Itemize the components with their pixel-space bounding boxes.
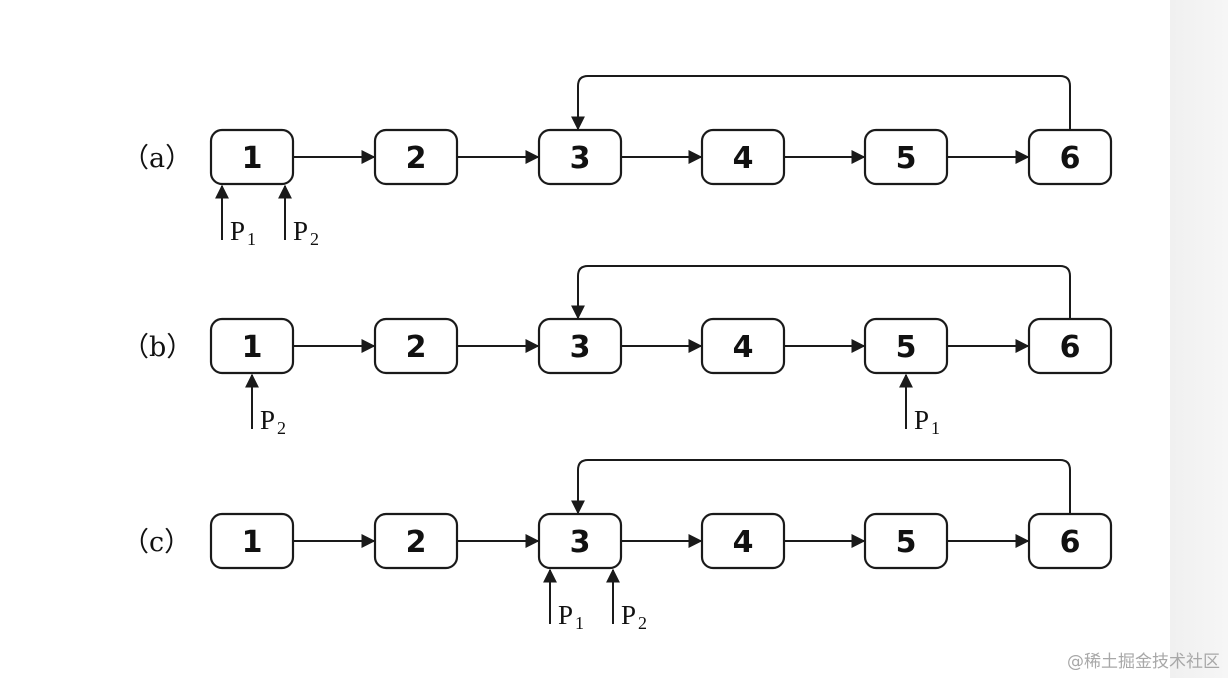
pointer-subscript: 2 [638, 613, 647, 633]
node-box [1027, 317, 1113, 375]
list-node: 2 [373, 512, 459, 570]
cycle-back-edge [571, 459, 1071, 515]
list-node: 4 [700, 317, 786, 375]
node-label: 4 [733, 330, 754, 365]
node-label: 4 [733, 141, 754, 176]
node-box [373, 512, 459, 570]
node-box [537, 512, 623, 570]
node-box [537, 128, 623, 186]
node-label: 5 [896, 141, 917, 176]
node-box [863, 317, 949, 375]
pointer-label: P [558, 600, 573, 630]
node-label: 5 [896, 330, 917, 365]
node-label: 4 [733, 525, 754, 560]
node-box [209, 128, 295, 186]
right-edge-strip [1170, 0, 1228, 678]
list-node: 1 [209, 317, 295, 375]
cycle-back-edge [571, 265, 1071, 320]
node-box [700, 128, 786, 186]
node-label: 1 [242, 525, 263, 560]
pointer-label: P [914, 405, 929, 435]
node-box [863, 128, 949, 186]
list-node: 2 [373, 317, 459, 375]
node-label: 1 [242, 141, 263, 176]
node-box [863, 512, 949, 570]
pointer-subscript: 1 [575, 613, 584, 633]
node-box [373, 317, 459, 375]
cycle-back-edge [571, 75, 1071, 131]
list-node: 5 [863, 317, 949, 375]
pointer-subscript: 2 [310, 229, 319, 249]
list-node: 6 [1027, 317, 1113, 375]
node-box [1027, 128, 1113, 186]
node-label: 1 [242, 330, 263, 365]
node-box [700, 317, 786, 375]
list-node: 6 [1027, 128, 1113, 186]
row-label: （c） [122, 527, 191, 558]
node-label: 3 [570, 141, 591, 176]
node-box [1027, 512, 1113, 570]
node-box [373, 128, 459, 186]
node-box [209, 512, 295, 570]
node-box [700, 512, 786, 570]
node-label: 6 [1060, 525, 1081, 560]
pointer-label: P [230, 216, 245, 246]
list-node: 6 [1027, 512, 1113, 570]
node-box [537, 317, 623, 375]
node-label: 2 [406, 330, 427, 365]
pointer-subscript: 1 [931, 418, 940, 438]
node-label: 2 [406, 525, 427, 560]
node-label: 6 [1060, 330, 1081, 365]
pointer-subscript: 1 [247, 229, 256, 249]
list-node: 4 [700, 512, 786, 570]
list-node: 3 [537, 512, 623, 570]
list-node: 4 [700, 128, 786, 186]
pointer-label: P [621, 600, 636, 630]
pointer-subscript: 2 [277, 418, 286, 438]
node-box [209, 317, 295, 375]
node-label: 2 [406, 141, 427, 176]
node-label: 3 [570, 330, 591, 365]
node-label: 6 [1060, 141, 1081, 176]
list-node: 1 [209, 512, 295, 570]
row-label: （a） [122, 143, 192, 174]
list-node: 1 [209, 128, 295, 186]
pointer-label: P [293, 216, 308, 246]
list-node: 5 [863, 512, 949, 570]
node-label: 5 [896, 525, 917, 560]
row-label: （b） [122, 332, 193, 363]
list-node: 3 [537, 317, 623, 375]
list-node: 5 [863, 128, 949, 186]
node-label: 3 [570, 525, 591, 560]
watermark-text: @稀土掘金技术社区 [1067, 652, 1220, 672]
list-node: 3 [537, 128, 623, 186]
list-node: 2 [373, 128, 459, 186]
pointer-label: P [260, 405, 275, 435]
